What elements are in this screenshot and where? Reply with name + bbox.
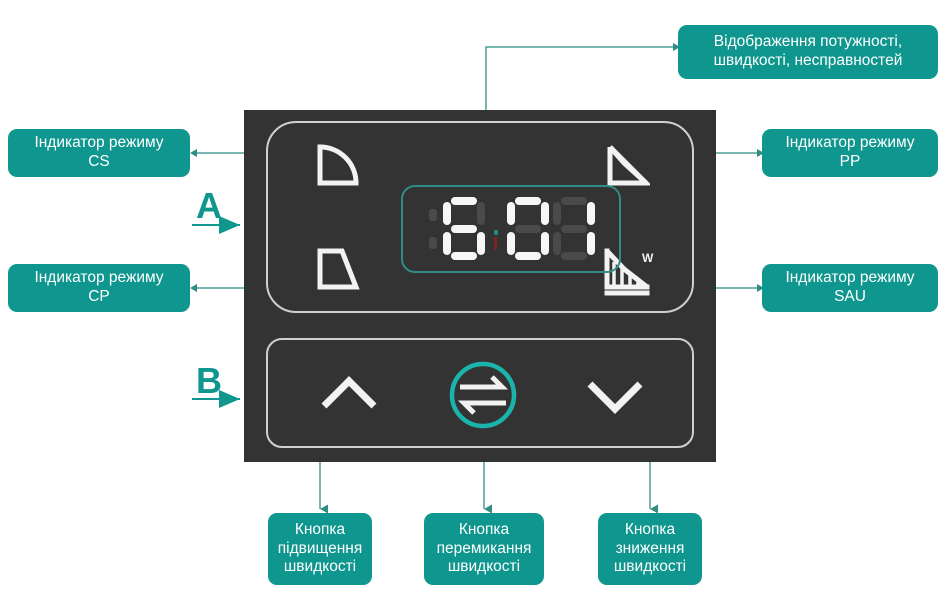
mode-indicator-cs-icon[interactable] <box>314 143 360 189</box>
segment-a <box>515 197 541 205</box>
segment-e <box>553 232 561 255</box>
segment-g <box>515 225 541 233</box>
callout-button-up: Кнопка підвищення швидкості <box>268 513 372 585</box>
segment-b <box>541 202 549 225</box>
button-zone <box>266 338 694 448</box>
callout-mode-cp: Індикатор режиму CP <box>8 264 190 312</box>
speed-down-button[interactable] <box>580 362 650 428</box>
control-panel: W <box>244 110 716 462</box>
unit-label-w: W <box>642 251 654 265</box>
speed-up-button[interactable] <box>314 362 384 428</box>
callout-button-down: Кнопка зниження швидкості <box>598 513 702 585</box>
lcd-digit <box>442 197 486 261</box>
segment-g <box>451 225 477 233</box>
lcd-digit <box>552 197 596 261</box>
segment-d <box>515 252 541 260</box>
section-label-a: A <box>196 185 222 226</box>
segment-a <box>561 197 587 205</box>
lcd-colon-dot <box>429 237 437 249</box>
lcd-mark-green <box>494 230 498 235</box>
segment-f <box>507 202 515 225</box>
segment-a <box>451 197 477 205</box>
segment-c <box>587 232 595 255</box>
callout-button-switch: Кнопка перемикання швидкості <box>424 513 544 585</box>
callout-mode-pp: Індикатор режиму PP <box>762 129 938 177</box>
lcd-mark-red <box>494 237 497 250</box>
callout-mode-cs: Індикатор режиму CS <box>8 129 190 177</box>
callout-mode-sau: Індикатор режиму SAU <box>762 264 938 312</box>
speed-switch-button[interactable] <box>447 359 519 431</box>
section-label-b: B <box>196 360 222 401</box>
mode-indicator-pp-icon[interactable] <box>604 143 653 189</box>
segment-f <box>443 202 451 225</box>
segment-c <box>477 232 485 255</box>
callout-display: Відображення потужності, швидкості, несп… <box>678 25 938 79</box>
seven-segment-display <box>401 185 621 273</box>
segment-b <box>587 202 595 225</box>
lcd-digit <box>506 197 550 261</box>
lcd-colon-left <box>426 197 440 261</box>
segment-d <box>561 252 587 260</box>
display-zone: W <box>266 121 694 313</box>
segment-c <box>541 232 549 255</box>
mode-indicator-cp-icon[interactable] <box>314 247 360 293</box>
segment-e <box>443 232 451 255</box>
segment-b <box>477 202 485 225</box>
lcd-separator-marks <box>488 197 504 261</box>
segment-g <box>561 225 587 233</box>
lcd-colon-dot <box>429 209 437 221</box>
segment-d <box>451 252 477 260</box>
segment-e <box>507 232 515 255</box>
segment-f <box>553 202 561 225</box>
